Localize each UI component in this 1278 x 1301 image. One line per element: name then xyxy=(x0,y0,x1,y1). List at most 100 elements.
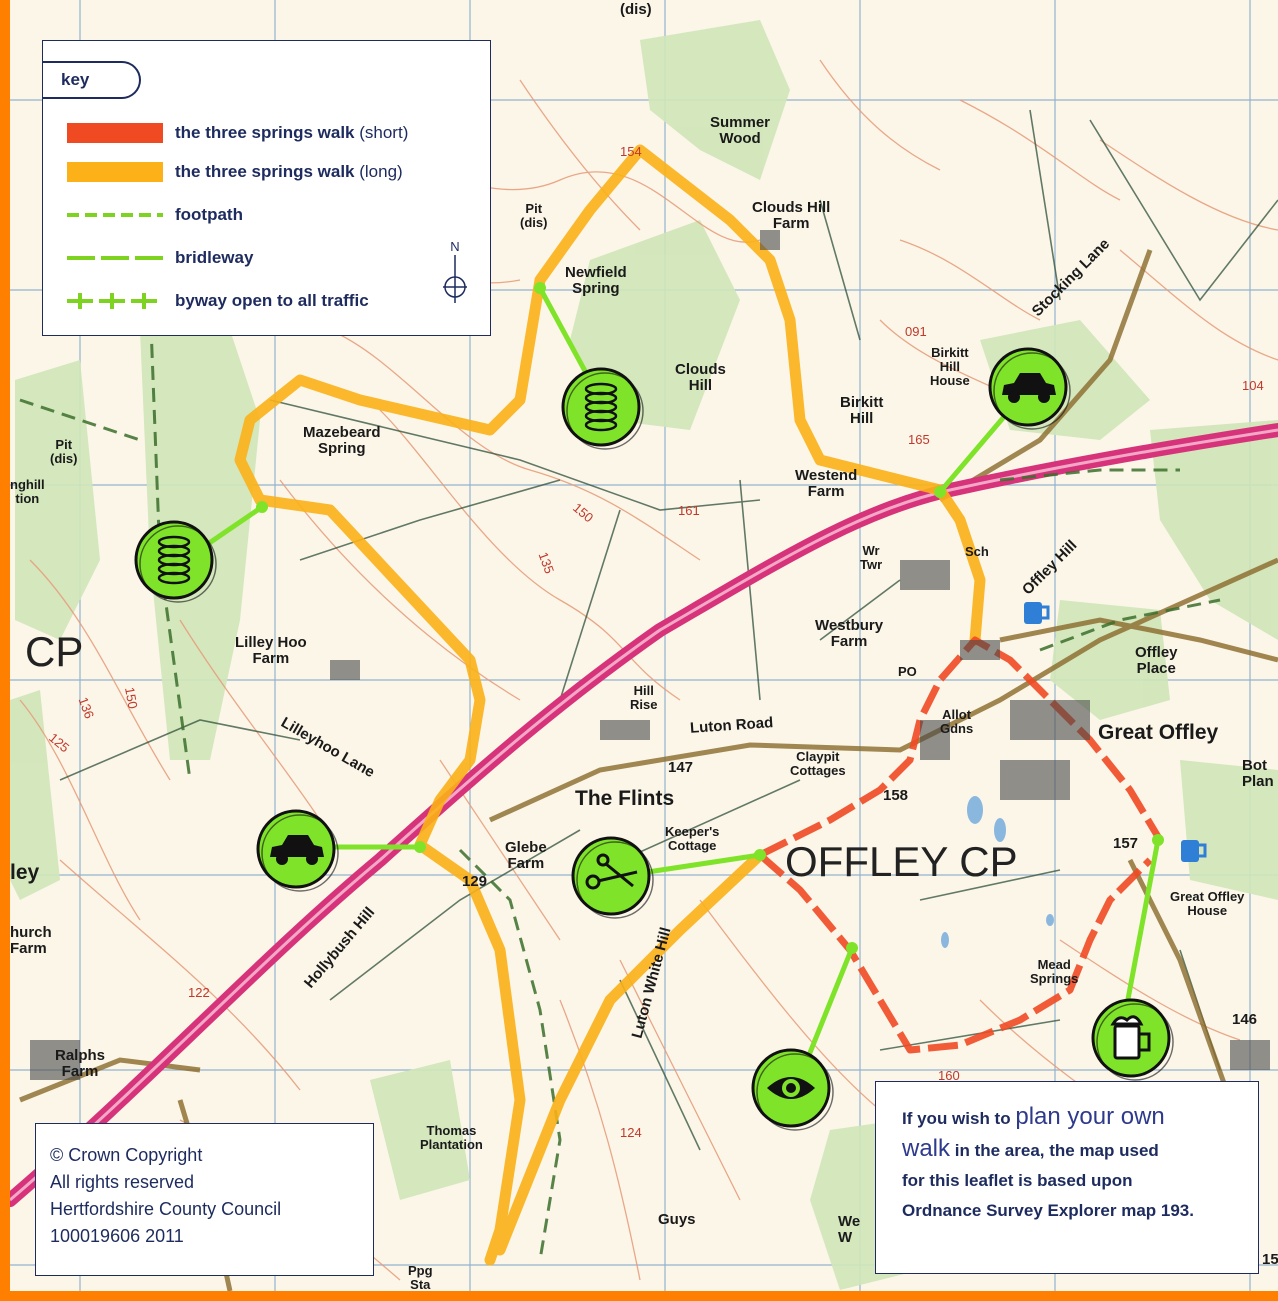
spot-height: 157 xyxy=(1113,835,1139,852)
spring-marker[interactable] xyxy=(134,520,218,604)
place-label: Mead Springs xyxy=(1030,957,1079,986)
place-label: Birkitt Hill xyxy=(840,394,884,427)
plan-text: Ordnance Survey Explorer map 193. xyxy=(902,1201,1194,1220)
stile-marker[interactable] xyxy=(571,836,655,920)
north-label: N xyxy=(450,239,459,254)
place-label: Hill Rise xyxy=(630,683,658,712)
rights-of-way xyxy=(19,299,1221,1261)
key-label: byway open to all traffic xyxy=(175,291,369,310)
plan-text: in the area, the map used xyxy=(950,1141,1159,1160)
spring-icon xyxy=(584,382,618,432)
key-tab: key xyxy=(43,61,141,99)
copyright-line: 100019606 2011 xyxy=(50,1226,184,1246)
spot-height: 146 xyxy=(1232,1011,1258,1028)
spring-marker[interactable] xyxy=(561,367,645,451)
place-label: Westbury Farm xyxy=(815,617,884,650)
key-row-bridleway: bridleway xyxy=(67,246,487,272)
place-label: Thomas Plantation xyxy=(420,1123,483,1152)
plan-intro: If you wish to xyxy=(902,1109,1016,1128)
place-label: Keeper's Cottage xyxy=(665,824,720,853)
short-route xyxy=(757,636,1164,1054)
plan-highlight: plan your own xyxy=(1015,1103,1165,1130)
buildings xyxy=(30,230,1270,1080)
spot-height: 091 xyxy=(905,324,927,339)
spot-height: 129 xyxy=(462,873,488,890)
spot-height: 154 xyxy=(620,144,642,159)
place-label: Pit (dis) xyxy=(520,201,548,230)
footpath-swatch xyxy=(67,213,163,217)
car-icon xyxy=(270,835,324,865)
key-label: bridleway xyxy=(175,248,254,267)
north-arrow-icon: N xyxy=(443,239,467,303)
place-label: Wr Twr xyxy=(860,543,883,572)
pub-marker[interactable] xyxy=(1091,998,1175,1082)
place-label: Offley Place xyxy=(1135,644,1178,677)
key-note: (short) xyxy=(359,123,409,142)
long-route-swatch xyxy=(67,162,163,182)
key-label: the three springs walk xyxy=(175,123,355,142)
parking-marker[interactable] xyxy=(256,809,340,893)
key-label: footpath xyxy=(175,205,243,224)
copyright-line: Hertfordshire County Council xyxy=(50,1199,282,1219)
place-label: hurch Farm xyxy=(10,924,52,957)
place-label: Clouds Hill xyxy=(675,361,726,394)
key-row-footpath: footpath xyxy=(67,203,487,229)
eye-icon xyxy=(767,1077,815,1099)
place-label: Allot Gdns xyxy=(940,707,974,736)
spot-height: 124 xyxy=(620,1125,642,1140)
place-label: OFFLEY CP xyxy=(785,838,1018,885)
key-row-short-route: the three springs walk (short) xyxy=(67,121,487,147)
plan-highlight: walk xyxy=(902,1135,951,1162)
place-label: Great Offley House xyxy=(1170,889,1245,918)
place-label: Guys xyxy=(658,1211,696,1228)
place-label: The Flints xyxy=(575,787,675,810)
spot-height: 165 xyxy=(908,432,930,447)
spot-height: 147 xyxy=(668,759,694,776)
place-label: PO xyxy=(898,664,917,679)
copyright-line: © Crown Copyright xyxy=(50,1145,203,1165)
place-label: Pit (dis) xyxy=(50,437,78,466)
map-base xyxy=(10,0,1278,1291)
spot-height: 158 xyxy=(883,787,909,804)
place-label: (dis) xyxy=(620,1,652,18)
place-label: Glebe Farm xyxy=(505,839,547,872)
place-label: Sch xyxy=(965,544,989,559)
spot-height: 122 xyxy=(188,985,210,1000)
place-label: Ppg Sta xyxy=(408,1263,433,1292)
place-label: Claypit Cottages xyxy=(790,749,846,778)
beer-mug-icon xyxy=(1110,1015,1151,1060)
spot-height: 161 xyxy=(678,503,700,518)
key-note: (long) xyxy=(359,162,403,181)
place-label: Birkitt Hill House xyxy=(930,345,970,388)
place-label: Mazebeard Spring xyxy=(303,424,381,457)
place-label: Westend Farm xyxy=(795,467,858,500)
long-route xyxy=(234,144,986,1266)
spot-height: 160 xyxy=(938,1068,960,1083)
place-label: Bot Plan xyxy=(1242,757,1274,790)
place-label: ley xyxy=(10,861,40,884)
spot-height: 104 xyxy=(1242,378,1264,393)
car-icon xyxy=(1002,373,1056,403)
woodland xyxy=(10,20,1278,1290)
place-label: We W xyxy=(838,1213,861,1246)
map-pub-symbol xyxy=(1181,840,1207,862)
copyright-notice: © Crown Copyright All rights reserved He… xyxy=(35,1123,374,1276)
place-label: Clouds Hill Farm xyxy=(752,199,831,232)
scissors-icon xyxy=(585,853,638,890)
key-row-byway: byway open to all traffic xyxy=(67,289,487,315)
byway-swatch xyxy=(67,293,163,309)
key-row-long-route: the three springs walk (long) xyxy=(67,160,487,186)
map-pub-symbol xyxy=(1024,602,1050,624)
short-route-swatch xyxy=(67,123,163,143)
bridleway-swatch xyxy=(67,256,163,260)
place-label: Great Offley xyxy=(1098,721,1219,744)
viewpoint-marker[interactable] xyxy=(751,1048,835,1132)
spot-height: 15 xyxy=(1262,1251,1278,1268)
key-label: the three springs walk xyxy=(175,162,355,181)
water xyxy=(941,796,1054,948)
parking-marker[interactable] xyxy=(988,347,1072,431)
place-label: Ralphs Farm xyxy=(55,1047,106,1080)
place-label: Newfield Spring xyxy=(565,264,627,297)
copyright-line: All rights reserved xyxy=(50,1172,195,1192)
plan-your-walk-note: If you wish to plan your own walk in the… xyxy=(875,1081,1259,1274)
